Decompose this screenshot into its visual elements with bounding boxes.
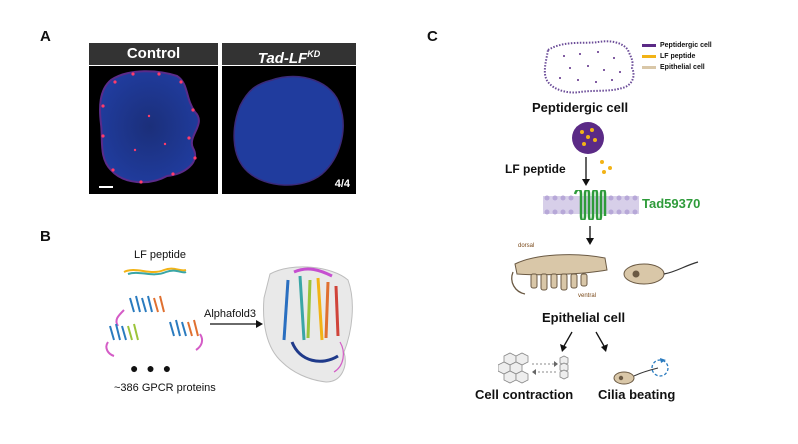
peptidergic-cell-label: Peptidergic cell <box>532 100 629 115</box>
epithelial-tissue-drawing <box>511 254 608 295</box>
predicted-complex-structure <box>263 266 353 383</box>
control-micrograph <box>89 66 218 194</box>
legend-item-epithelial: Epithelial cell <box>642 62 712 73</box>
legend-item-peptidergic: Peptidergic cell <box>642 40 712 51</box>
arrow-to-receptor <box>582 157 590 186</box>
alphafold-arrow <box>210 320 263 328</box>
arrow-to-epithelial <box>586 226 594 245</box>
legend-swatch-epithelial <box>642 66 656 69</box>
lf-peptide-label-b: LF peptide <box>134 249 186 261</box>
gpcr-structures-cluster <box>105 295 204 357</box>
dorsal-label: dorsal <box>518 243 535 249</box>
membrane-receptor <box>543 190 639 220</box>
peptidergic-tissue-outline <box>543 40 635 94</box>
legend-label-epithelial: Epithelial cell <box>660 64 705 71</box>
cell-contraction-drawing <box>498 352 569 384</box>
legend-label-peptidergic: Peptidergic cell <box>660 42 712 49</box>
kd-micrograph: 4/4 <box>222 66 356 194</box>
free-peptide-dots <box>600 160 612 174</box>
lf-peptide-label-c: LF peptide <box>505 162 566 176</box>
peptidergic-cell-icon <box>572 122 604 154</box>
panel-c-letter: C <box>427 28 438 45</box>
cilia-beating-label: Cilia beating <box>598 387 676 402</box>
receptor-label: Tad59370 <box>642 196 701 211</box>
legend-label-lf-peptide: LF peptide <box>660 53 696 60</box>
kd-organism-image <box>233 75 344 186</box>
alphafold-label: Alphafold3 <box>204 308 256 320</box>
kd-header: Tad-LFKD <box>222 43 356 67</box>
control-organism-image <box>99 70 200 188</box>
cilia-beating-drawing <box>613 358 669 385</box>
cell-contraction-label: Cell contraction <box>475 387 574 402</box>
kd-ratio: 4/4 <box>334 178 350 190</box>
legend-swatch-peptidergic <box>642 44 656 47</box>
legend: Peptidergic cell LF peptide Epithelial c… <box>642 40 712 73</box>
kd-superscript: KD <box>307 49 321 59</box>
panel-a-letter: A <box>40 28 51 45</box>
control-header: Control <box>89 43 218 65</box>
legend-swatch-lf-peptide <box>642 55 656 58</box>
kd-label: Tad-LF <box>257 50 308 67</box>
branch-arrows <box>560 331 608 352</box>
ciliated-cell-drawing <box>623 261 699 285</box>
ventral-label: ventral <box>578 293 597 299</box>
gpcr-count-label: ~386 GPCR proteins <box>114 382 216 394</box>
panel-b-letter: B <box>40 228 51 245</box>
epithelial-cell-label: Epithelial cell <box>542 310 626 325</box>
ellipsis-dots: ● ● ● <box>130 360 174 376</box>
lf-peptide-structure <box>123 267 187 276</box>
legend-item-lf-peptide: LF peptide <box>642 51 712 62</box>
